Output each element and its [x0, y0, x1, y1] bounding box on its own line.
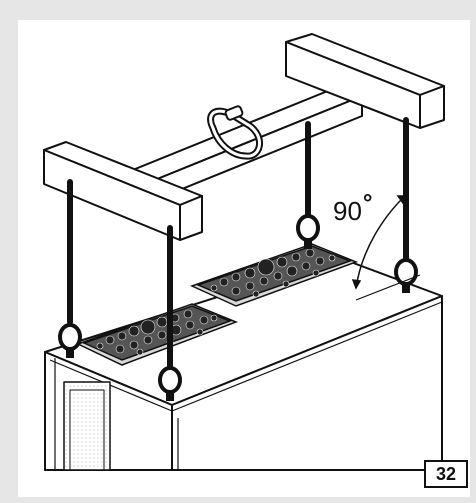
figure-number: 32 — [424, 460, 468, 488]
angle-indicator — [351, 195, 421, 301]
lifting-straps — [67, 117, 409, 375]
angle-label: 90° — [333, 190, 373, 226]
device-plate-right — [189, 243, 359, 307]
degree-symbol: ° — [362, 190, 373, 217]
cabinet — [44, 257, 443, 471]
eye-bolts — [58, 214, 418, 401]
